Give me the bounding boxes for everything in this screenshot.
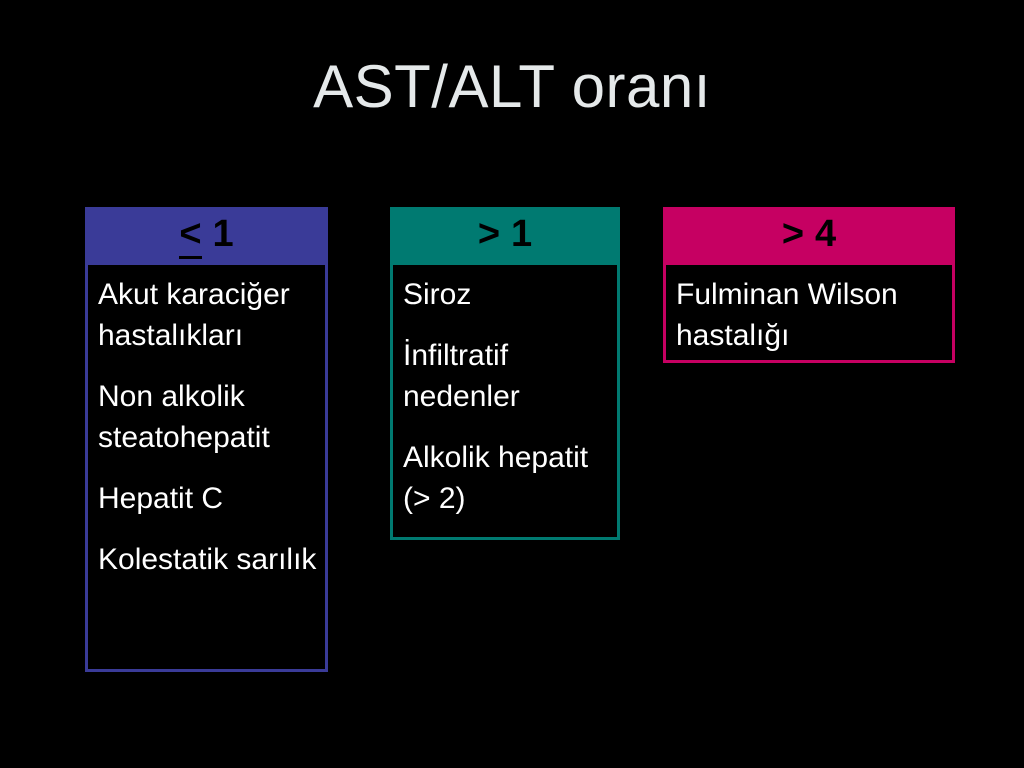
ratio-box-le-1-header: <1 bbox=[85, 207, 328, 262]
ratio-box-gt-1-header: >1 bbox=[390, 207, 620, 262]
greater-than-symbol: > bbox=[781, 213, 805, 255]
ratio-box-le-1-header-value: 1 bbox=[212, 213, 234, 255]
ratio-box-gt-1-header-value: 1 bbox=[511, 213, 533, 255]
list-item: Non alkolik steatohepatit bbox=[98, 380, 270, 454]
ratio-box-gt-4-header: >4 bbox=[663, 207, 955, 262]
list-item: Alkolik hepatit (> 2) bbox=[403, 441, 589, 515]
ratio-box-gt-4-header-value: 4 bbox=[815, 213, 837, 255]
list-item: Akut karaciğer hastalıkları bbox=[98, 278, 290, 352]
ratio-box-gt-4: >4 Fulminan Wilson hastalığı bbox=[663, 207, 955, 363]
greater-than-symbol: > bbox=[477, 213, 501, 255]
list-item: Hepatit C bbox=[98, 482, 224, 515]
ratio-box-gt-4-body: Fulminan Wilson hastalığı bbox=[663, 262, 955, 363]
list-item: Fulminan Wilson hastalığı bbox=[676, 278, 898, 352]
list-item: Kolestatik sarılık bbox=[98, 543, 317, 576]
list-item: İnfiltratif nedenler bbox=[403, 339, 520, 413]
list-item: Siroz bbox=[403, 278, 472, 311]
page-title: AST/ALT oranı bbox=[313, 53, 711, 120]
less-equal-symbol: < bbox=[179, 213, 202, 259]
